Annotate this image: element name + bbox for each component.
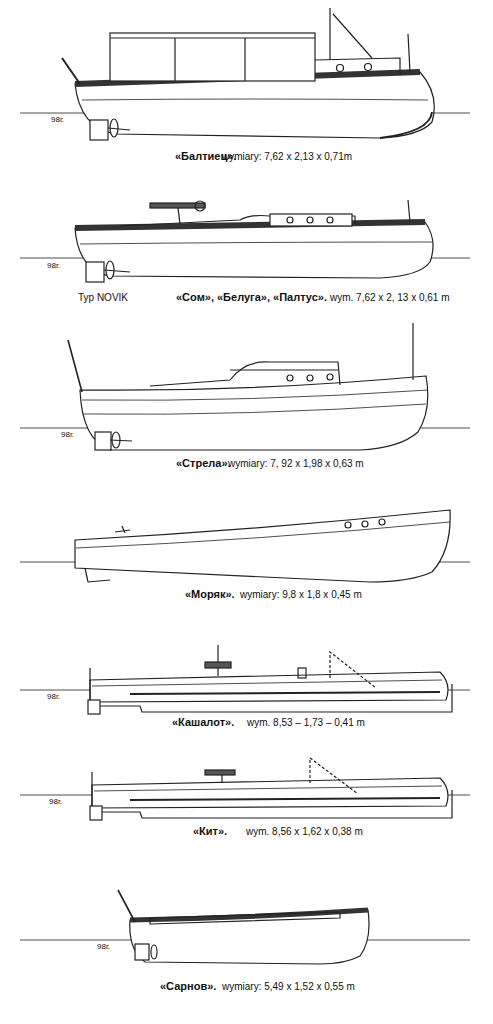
rudder-mark: 98г. <box>46 262 61 271</box>
rudder-mark: 98г. <box>60 431 75 440</box>
rudder-mark: 98г. <box>50 116 65 125</box>
boat-novik <box>20 200 470 282</box>
dimension-text: wymiary: 7,62 x 2,13 x 0,71m <box>222 151 352 162</box>
boat-name: «Кашалот». <box>172 716 234 728</box>
dimension-text: wym. 8,56 x 1,62 x 0,38 m <box>246 826 363 837</box>
dimension-text: Typ NOVIK <box>78 292 128 303</box>
boat-sarnov <box>20 890 470 964</box>
boat-strela <box>20 323 470 450</box>
rudder-mark: 98г. <box>96 943 111 952</box>
dimension-text: wymiary: 9,8 x 1,8 x 0,45 m <box>240 589 362 600</box>
boat-kit <box>20 758 470 820</box>
dimension-text: wymiary: 7, 92 x 1,98 x 0,63 m <box>228 458 364 469</box>
rudder-mark: 98г. <box>46 693 61 702</box>
boat-kashalot <box>20 645 470 714</box>
boat-name: «Сом», «Белуга», «Палтус». <box>176 291 327 303</box>
dimension-text: wym. 8,53 – 1,73 – 0,41 m <box>247 717 365 728</box>
boat-name: «Сарнов». <box>160 980 216 992</box>
dimension-text: wym. 7,62 x 2, 13 x 0,61 m <box>330 292 450 303</box>
boat-baltiec <box>20 8 470 140</box>
boat-name: «Кит». <box>193 825 227 837</box>
rudder-mark: 98г. <box>48 798 63 807</box>
boat-name: «Стрела». <box>176 457 231 469</box>
boat-name: «Моряк». <box>185 588 235 600</box>
dimension-text: wymiary: 5,49 x 1,52 x 0,55 m <box>222 981 355 992</box>
boat-moryak <box>20 510 470 582</box>
